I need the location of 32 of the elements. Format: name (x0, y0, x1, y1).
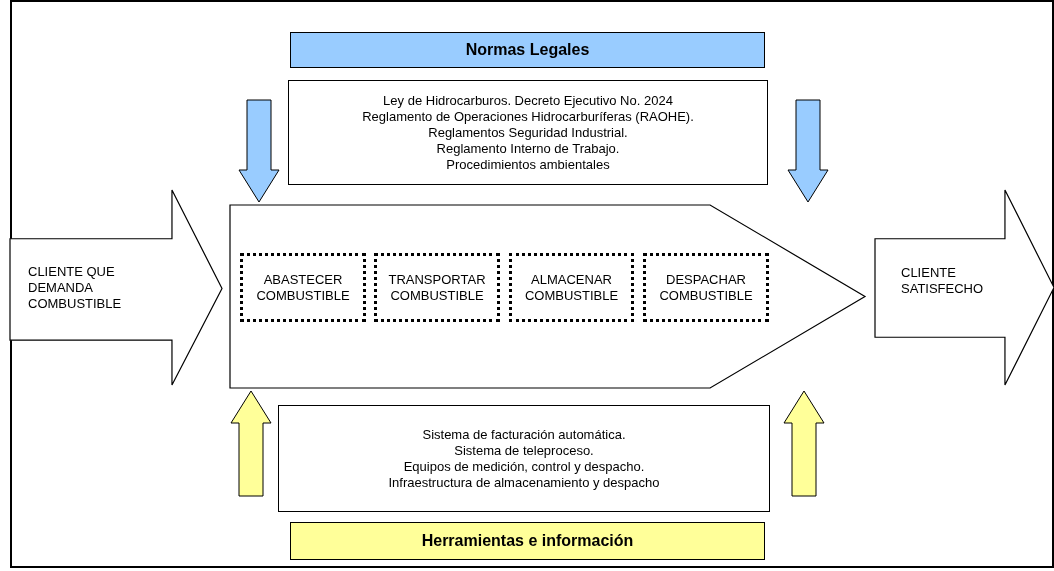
block-arrow (787, 99, 829, 203)
node-text: DESPACHAR COMBUSTIBLE (658, 271, 754, 304)
heading-banner (290, 32, 765, 68)
list-item: Procedimientos ambientales (446, 156, 610, 173)
process-box (643, 253, 769, 322)
list-item: Equipos de medición, control y despacho. (403, 458, 645, 475)
list-item: Ley de Hidrocarburos. Decreto Ejecutivo No. 2024 (383, 92, 673, 109)
process-arrow (230, 205, 865, 388)
list-item: Infraestructura de almacenamiento y despacho (388, 474, 660, 491)
list-item: Reglamento de Operaciones Hidrocarburíferas (RAOHE). (362, 108, 694, 125)
block-arrow (230, 390, 272, 497)
banner-text: Herramientas e información (421, 533, 634, 549)
node-text: CLIENTE QUE DEMANDA COMBUSTIBLE (28, 263, 123, 312)
heading-banner (290, 522, 765, 560)
list-item: Sistema de facturación automática. (422, 426, 626, 443)
text-box (278, 405, 770, 512)
node-text: ABASTECER COMBUSTIBLE (255, 271, 351, 304)
process-box (509, 253, 634, 322)
list-item: Sistema de teleproceso. (454, 442, 594, 459)
block-arrow (875, 190, 1054, 385)
node-text: CLIENTE SATISFECHO (901, 265, 985, 297)
process-box (240, 253, 366, 322)
banner-text: Normas Legales (465, 42, 590, 58)
node-text: TRANSPORTAR COMBUSTIBLE (387, 271, 487, 304)
block-arrow (783, 390, 825, 497)
block-arrow (10, 190, 222, 385)
list-item: Reglamento Interno de Trabajo. (436, 140, 620, 157)
list-item: Reglamentos Seguridad Industrial. (428, 124, 628, 141)
node-text: ALMACENAR COMBUSTIBLE (523, 271, 620, 304)
text-box (288, 80, 768, 185)
process-box (374, 253, 500, 322)
block-arrow (238, 99, 280, 203)
